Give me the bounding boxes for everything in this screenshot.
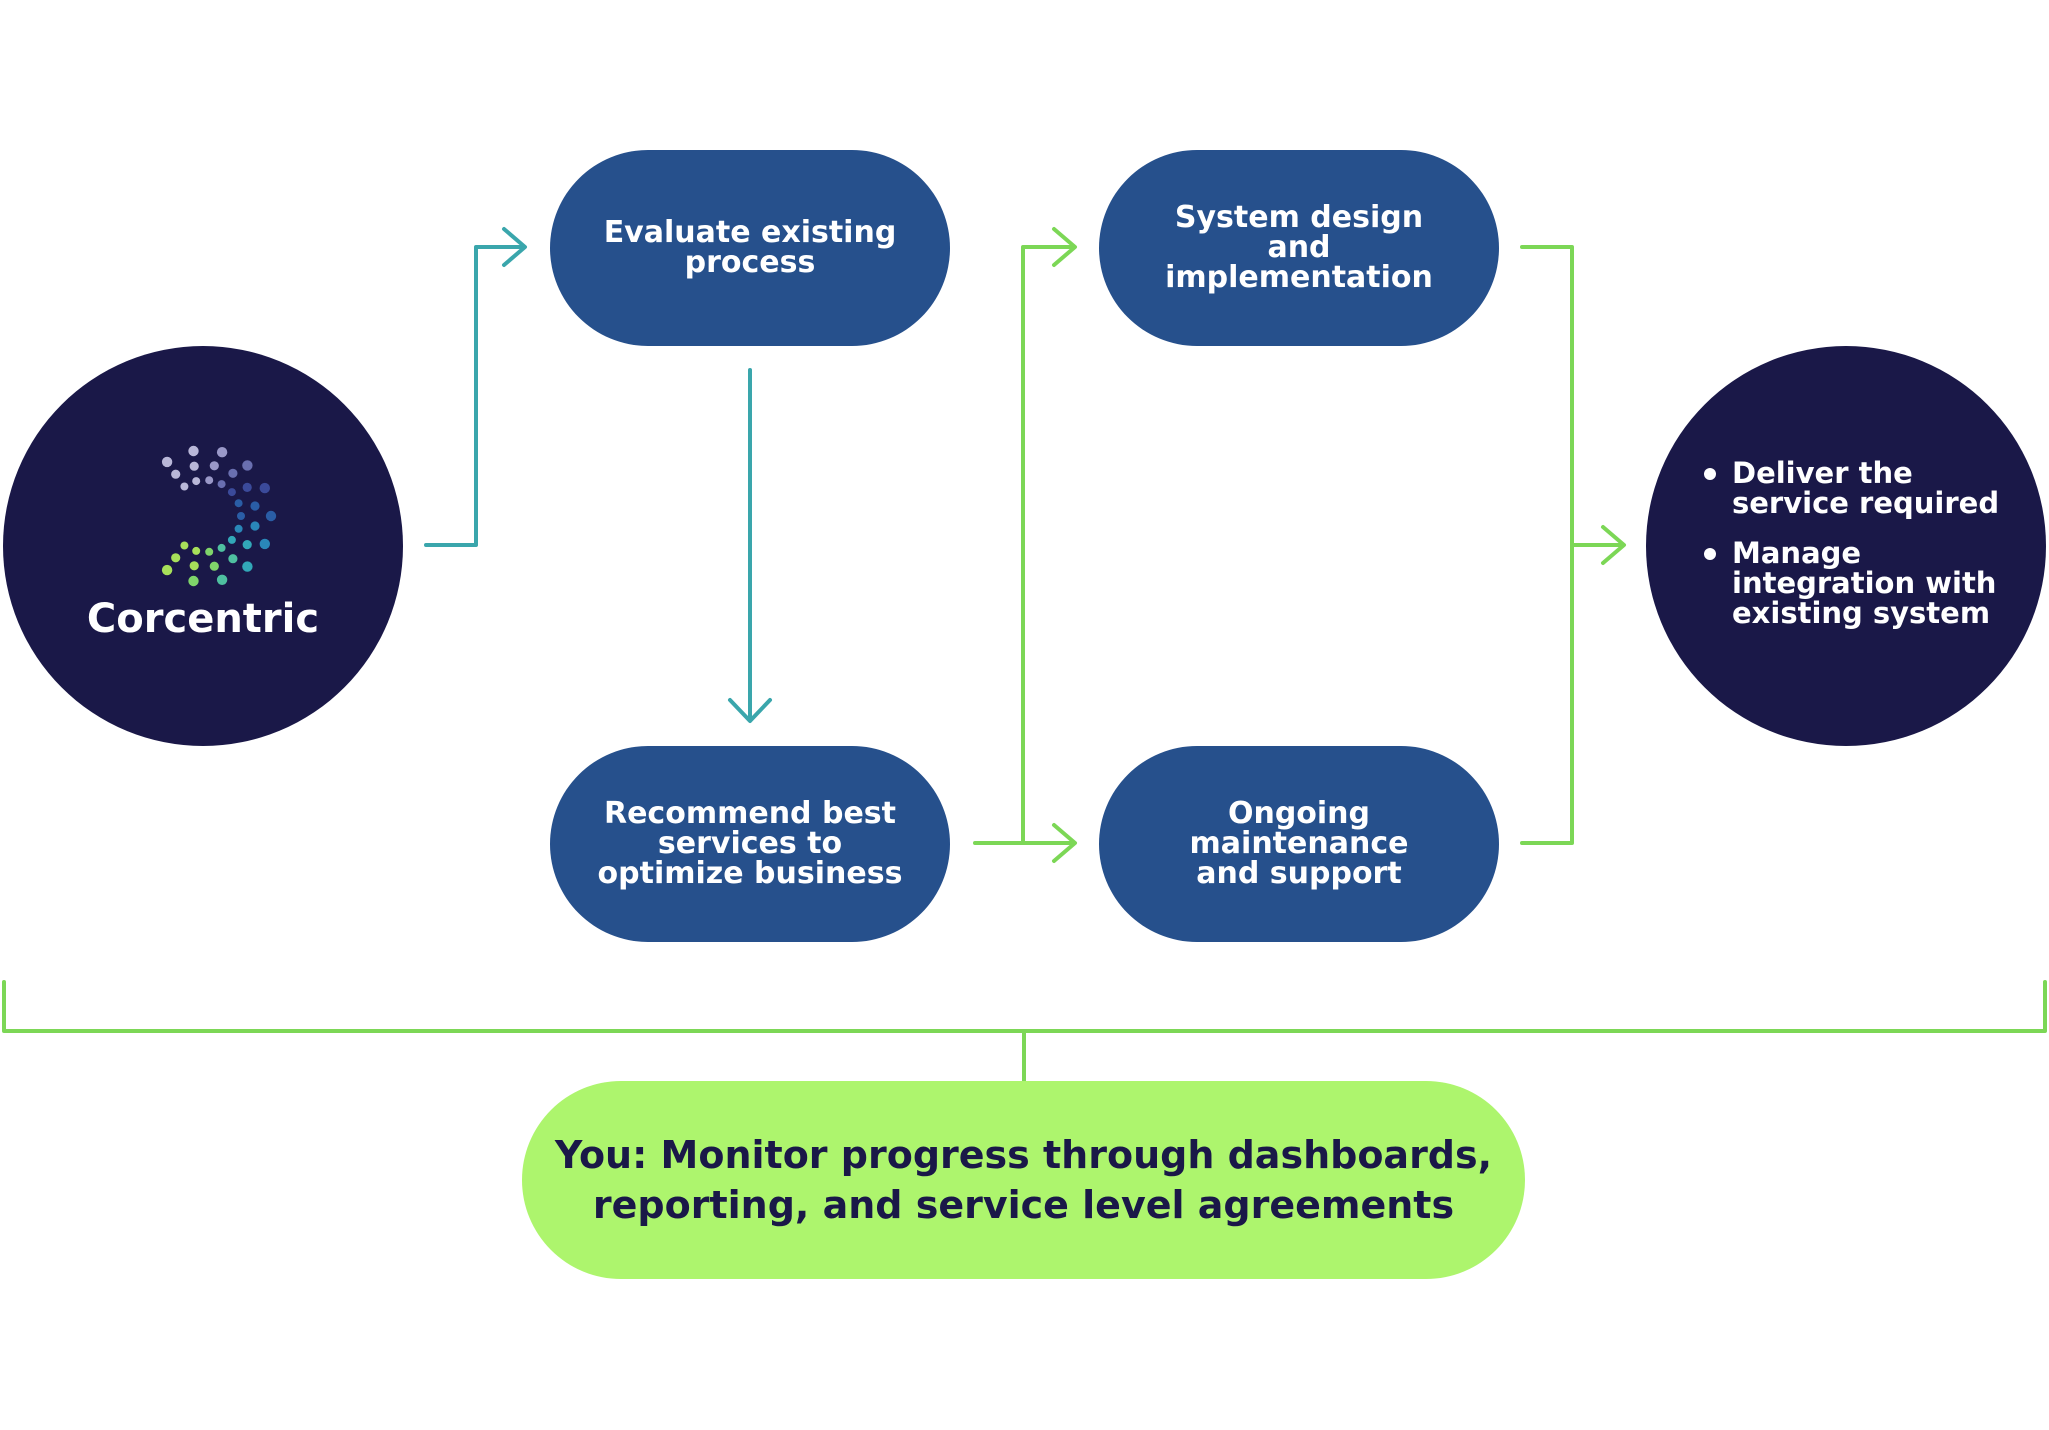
logo-dot xyxy=(216,574,228,585)
arrowhead-design xyxy=(1052,227,1077,267)
logo-dot xyxy=(180,482,189,491)
logo-dot xyxy=(161,456,173,468)
bullet-icon xyxy=(1704,468,1716,480)
logo-dot xyxy=(234,499,243,508)
logo-dot xyxy=(242,561,253,572)
outcome-item-text: Manage integration with existing system xyxy=(1732,536,1997,630)
line-design-merge xyxy=(1520,245,1574,845)
logo-dot xyxy=(188,445,199,457)
monitor-callout: You: Monitor progress through dashboards… xyxy=(522,1081,1525,1279)
logo-dot xyxy=(189,461,199,471)
logo-dot xyxy=(242,460,253,471)
arrowhead-maintenance xyxy=(1052,823,1077,863)
monitor-text: You: Monitor progress through dashboards… xyxy=(554,1133,1493,1227)
logo-dot xyxy=(217,543,226,552)
arrowhead-recommend xyxy=(728,698,772,723)
step-recommend-label: Recommend best services to optimize busi… xyxy=(597,796,903,891)
bullet-icon xyxy=(1704,548,1716,560)
outcome-circle xyxy=(1646,346,2046,746)
logo-dot xyxy=(228,468,238,478)
arrowhead-evaluate xyxy=(502,227,527,267)
logo-dot xyxy=(180,541,189,550)
step-evaluate-label: Evaluate existing process xyxy=(603,215,897,280)
step-evaluate-existing-process: Evaluate existing process xyxy=(550,150,950,346)
logo-dot xyxy=(217,480,226,489)
outcome-item: Manage integration with existing system xyxy=(1700,538,2030,628)
logo-dot xyxy=(216,447,228,458)
logo-dot xyxy=(189,561,199,571)
logo-dot xyxy=(259,538,270,550)
corcentric-logo-icon xyxy=(161,445,277,587)
logo-dot xyxy=(192,477,201,486)
logo-dot xyxy=(188,575,199,587)
step-recommend-best-services: Recommend best services to optimize busi… xyxy=(550,746,950,942)
logo-dot xyxy=(171,469,181,479)
logo-dot xyxy=(227,535,236,544)
logo-dot xyxy=(161,564,173,576)
logo-dot xyxy=(227,488,236,497)
arrow-corcentric-to-evaluate xyxy=(424,245,525,547)
step-maintenance-label: Ongoing maintenance and support xyxy=(1189,796,1409,891)
brand-name: Corcentric xyxy=(86,596,320,642)
step-system-design: System design and implementation xyxy=(1099,150,1499,346)
logo-dot xyxy=(205,476,214,485)
outcome-item: Deliver the service required xyxy=(1700,458,2030,518)
arrow-to-design xyxy=(1021,245,1075,845)
logo-dot xyxy=(237,512,245,520)
logo-dot xyxy=(242,540,252,550)
logo-dot xyxy=(250,501,260,511)
step-design-label: System design and implementation xyxy=(1165,200,1433,295)
outcome-item-text: Deliver the service required xyxy=(1732,456,2000,520)
arrowhead-outcomes xyxy=(1601,525,1626,565)
logo-dot xyxy=(265,510,277,522)
logo-dot xyxy=(205,547,214,556)
logo-dot xyxy=(242,482,252,492)
logo-dot xyxy=(209,461,219,471)
logo-dot xyxy=(171,553,181,563)
logo-dot xyxy=(209,561,219,571)
logo-dot xyxy=(228,554,238,564)
bracket-process xyxy=(2,980,2047,1033)
logo-dot xyxy=(192,546,201,555)
logo-dot xyxy=(250,521,260,531)
outcome-list: Deliver the service required Manage inte… xyxy=(1700,458,2030,648)
corcentric-circle: Corcentric xyxy=(3,346,403,746)
logo-dot xyxy=(259,482,270,494)
logo-dot xyxy=(234,524,243,533)
step-ongoing-maintenance: Ongoing maintenance and support xyxy=(1099,746,1499,942)
